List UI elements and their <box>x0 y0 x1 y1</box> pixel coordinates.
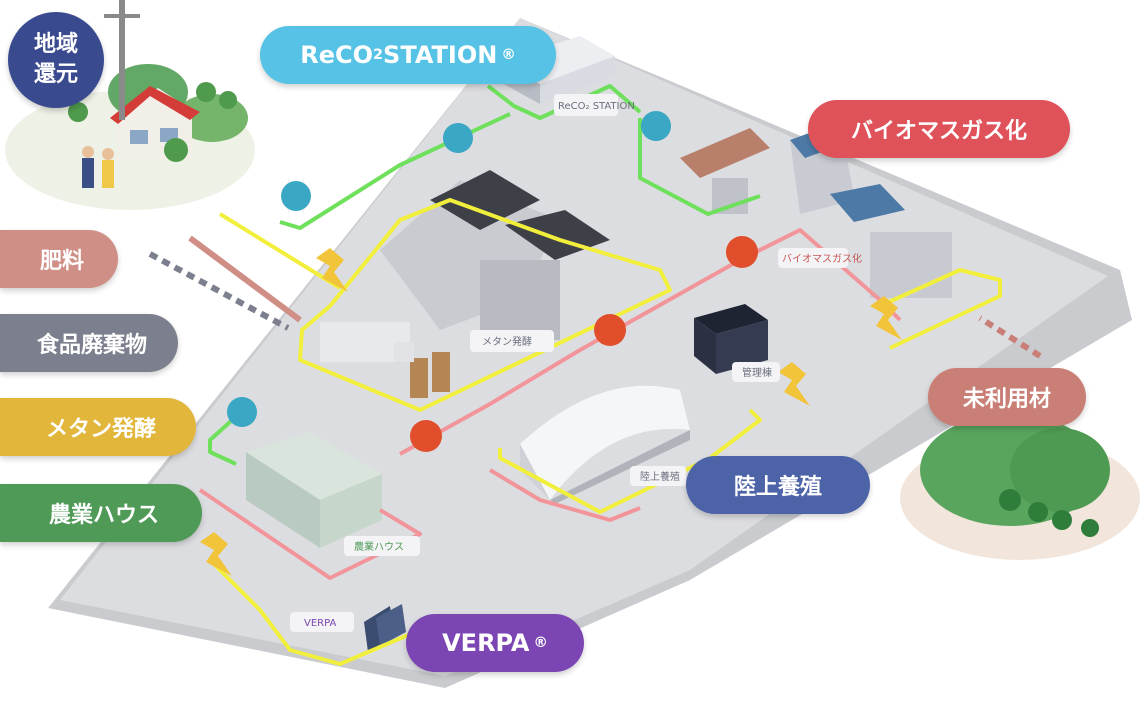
control-building <box>694 304 768 374</box>
people-illustration <box>82 146 114 188</box>
methane-sign: メタン発酵 <box>482 335 532 348</box>
arrow-unused <box>978 315 1042 359</box>
utility-pole-arm <box>104 14 140 18</box>
solar-panels <box>364 604 406 652</box>
unused-material-label: 未利用材 <box>962 387 1051 412</box>
food-waste-label: 食品廃棄物 <box>36 333 147 358</box>
local-return-label: 地域還元 <box>33 32 78 87</box>
methane-label: メタン発酵 <box>45 417 156 442</box>
arrow-fertilizer <box>188 235 302 323</box>
greenhouse <box>246 432 382 548</box>
verpa-label: VERPA <box>442 629 530 657</box>
power-mascot <box>778 362 810 406</box>
control-sign: 管理棟 <box>742 366 772 379</box>
reco2-label-sub: 2 <box>373 47 384 63</box>
farm-house-label: 農業ハウス <box>48 503 159 528</box>
aquaculture-sign: 陸上養殖 <box>640 470 680 483</box>
co2-mascot <box>641 111 671 141</box>
verpa-sign: VERPA <box>304 618 336 629</box>
reco2-label-post: STATION <box>383 41 498 69</box>
co2-mascot <box>281 181 311 211</box>
flow-pink-center <box>399 258 741 456</box>
power-mascots <box>200 248 902 576</box>
heat-mascot <box>726 236 758 268</box>
fertilizer-label: 肥料 <box>39 249 84 274</box>
local-return-badge: 地域還元 <box>8 12 104 108</box>
flow-yellow-methane <box>298 198 672 412</box>
aquaculture-building <box>520 385 690 504</box>
power-mascot <box>200 532 232 576</box>
flow-yellow-verpa <box>208 558 421 666</box>
forest-hill-2 <box>1010 428 1110 512</box>
input-arrows <box>148 235 1042 359</box>
verpa-reg-mark: ® <box>533 635 548 651</box>
biomass-sign: バイオマスガス化 <box>782 252 862 265</box>
reco2-sign: ReCO₂ STATION <box>558 101 635 112</box>
co2-mascot <box>443 123 473 153</box>
heat-mascots <box>410 236 758 452</box>
flow-yellow-biomass <box>879 268 1002 350</box>
reco2-reg-mark: ® <box>501 47 516 63</box>
utility-pole <box>119 0 125 120</box>
fertilizer-badge: 肥料 <box>0 230 118 288</box>
flow-green-greenhouse <box>208 402 252 466</box>
flow-yellow-to-village <box>218 212 342 290</box>
co2-mascots <box>227 111 671 427</box>
building-signs: メタン発酵 ReCO₂ STATION バイオマスガス化 管理棟 陸上養殖 農業… <box>290 94 862 632</box>
co2-mascot <box>227 397 257 427</box>
flow-green-main <box>638 118 761 216</box>
aquaculture-badge: 陸上養殖 <box>686 456 870 514</box>
aquaculture-label: 陸上養殖 <box>733 475 822 500</box>
biomass-badge: バイオマスガス化 <box>808 100 1070 158</box>
forest-trees <box>999 489 1099 537</box>
flow-pink-aquaculture <box>488 468 641 522</box>
arrow-food-waste <box>148 251 290 331</box>
heat-mascot <box>594 314 626 346</box>
methane-badge: メタン発酵 <box>0 398 196 456</box>
power-mascot <box>316 248 348 292</box>
farm-house-badge: 農業ハウス <box>0 484 202 542</box>
flow-green-reco2 <box>486 84 642 120</box>
power-mascot <box>870 296 902 340</box>
food-waste-badge: 食品廃棄物 <box>0 314 178 372</box>
reco2-label-pre: ReCO <box>300 41 374 69</box>
unused-material-badge: 未利用材 <box>928 368 1086 426</box>
heat-mascot <box>410 420 442 452</box>
verpa-badge: VERPA® <box>406 614 584 672</box>
biomass-label: バイオマスガス化 <box>850 119 1027 144</box>
farm-sign: 農業ハウス <box>354 540 404 553</box>
